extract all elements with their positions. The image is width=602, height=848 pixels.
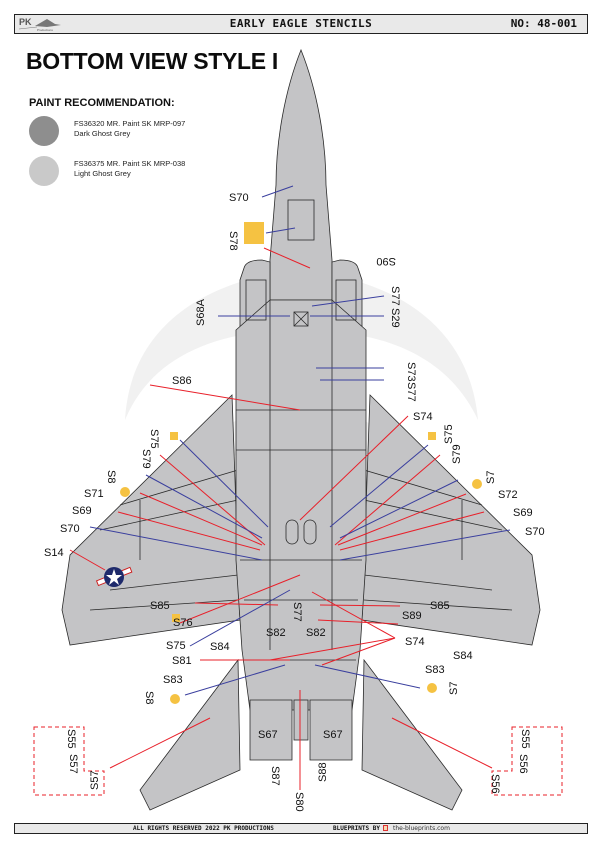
label-s73: S73 — [405, 362, 417, 382]
right-stabilator — [361, 658, 463, 811]
label-s70-left: S70 — [60, 523, 80, 535]
label-s87: S87 — [269, 766, 281, 786]
label-s57-left-b: S57 — [89, 770, 101, 790]
header-title: EARLY EAGLE STENCILS — [229, 17, 373, 30]
label-s89: S89 — [402, 610, 422, 622]
label-s78: S78 — [227, 231, 239, 251]
label-s75-left: S75 — [148, 429, 160, 449]
detail-boxes — [33, 726, 563, 796]
label-s84-right: S84 — [453, 650, 473, 662]
label-s67-right: S67 — [323, 729, 343, 741]
label-s77-top: S77 — [389, 286, 401, 306]
label-s69-right: S69 — [513, 507, 533, 519]
fuselage — [235, 48, 367, 761]
label-s77-low: S77 — [291, 602, 303, 622]
paint-item-light-ghost-grey: FS36375 MR. Paint SK MRP-038 Light Ghost… — [74, 159, 185, 179]
label-s84-left: S84 — [210, 641, 230, 653]
label-s83-right: S83 — [425, 664, 445, 676]
stencil-markers — [120, 222, 482, 704]
svg-text:Productions: Productions — [37, 28, 53, 32]
label-s68a: S68A — [195, 298, 207, 326]
label-s70-right: S70 — [525, 526, 545, 538]
label-s83-left: S83 — [163, 674, 183, 686]
label-s74-top: S74 — [413, 411, 433, 423]
label-s7-right: S7 — [485, 471, 497, 484]
paint-item-name: Dark Ghost Grey — [74, 129, 131, 138]
label-s55-right: S55 — [519, 729, 531, 749]
label-s70-nose: S70 — [229, 192, 249, 204]
paint-item-dark-ghost-grey: FS36320 MR. Paint SK MRP-097 Dark Ghost … — [74, 119, 185, 139]
stencil-labels: S70 S78 S90 S77 S29 S68A S73 S77 S86 S74… — [44, 192, 545, 812]
left-stabilator — [139, 658, 241, 811]
label-s76: S76 — [173, 617, 193, 629]
label-s8-left: S8 — [105, 470, 117, 483]
national-insignia-roundel — [95, 566, 133, 587]
label-s85-right: S85 — [430, 600, 450, 612]
label-s29: S29 — [389, 308, 401, 328]
header-product-code: NO: 48-001 — [510, 17, 577, 30]
paint-swatch-light-ghost-grey — [29, 156, 59, 186]
header-bar: PK Productions EARLY EAGLE STENCILS NO: … — [14, 14, 588, 34]
label-s85-left: S85 — [150, 600, 170, 612]
label-s8-low: S8 — [143, 691, 155, 704]
paint-swatch-dark-ghost-grey — [29, 116, 59, 146]
blueprints-logo-icon — [383, 825, 388, 831]
leader-lines-blue — [89, 185, 511, 696]
paint-item-code: FS36320 MR. Paint SK MRP-097 — [74, 119, 186, 128]
label-s71: S71 — [84, 488, 104, 500]
label-s57-left-a: S57 — [67, 754, 79, 774]
pk-productions-logo: PK Productions — [18, 17, 61, 32]
label-s82-right: S82 — [306, 627, 326, 639]
label-s56-right-b: S56 — [489, 774, 501, 794]
footer-site-link[interactable]: the-blueprints.com — [393, 825, 450, 832]
footer-bar: ALL RIGHTS RESERVED 2022 PK PRODUCTIONS … — [14, 823, 588, 834]
label-s75-low: S75 — [166, 640, 186, 652]
label-s79-left: S79 — [140, 449, 152, 469]
label-s72: S72 — [498, 489, 518, 501]
paint-recommendation-heading: PAINT RECOMMENDATION: — [29, 97, 175, 109]
label-s79-right: S79 — [451, 444, 463, 464]
label-s69-left: S69 — [72, 505, 92, 517]
leader-lines-red — [69, 247, 493, 790]
footer-rights: ALL RIGHTS RESERVED 2022 PK PRODUCTIONS — [133, 825, 274, 832]
paint-item-code: FS36375 MR. Paint SK MRP-038 — [74, 159, 186, 168]
label-s90: S90 — [376, 255, 396, 267]
label-s82-left: S82 — [266, 627, 286, 639]
label-s88: S88 — [317, 762, 329, 782]
paint-item-name: Light Ghost Grey — [74, 169, 131, 178]
right-wing — [361, 394, 541, 646]
label-s86: S86 — [172, 375, 192, 387]
label-s56-right-a: S56 — [517, 754, 529, 774]
label-s74-low: S74 — [405, 636, 425, 648]
svg-text:PK: PK — [19, 17, 32, 27]
label-s77-mid: S77 — [405, 382, 417, 402]
footer-blueprints-by: BLUEPRINTS BY — [333, 825, 380, 832]
label-s80: S80 — [293, 792, 305, 812]
label-s14: S14 — [44, 547, 64, 559]
label-s55-left: S55 — [65, 729, 77, 749]
label-s7-low: S7 — [448, 682, 460, 695]
label-s67-left: S67 — [258, 729, 278, 741]
label-s75-right: S75 — [443, 424, 455, 444]
label-s81: S81 — [172, 655, 192, 667]
page-title: BOTTOM VIEW STYLE I — [26, 48, 278, 74]
